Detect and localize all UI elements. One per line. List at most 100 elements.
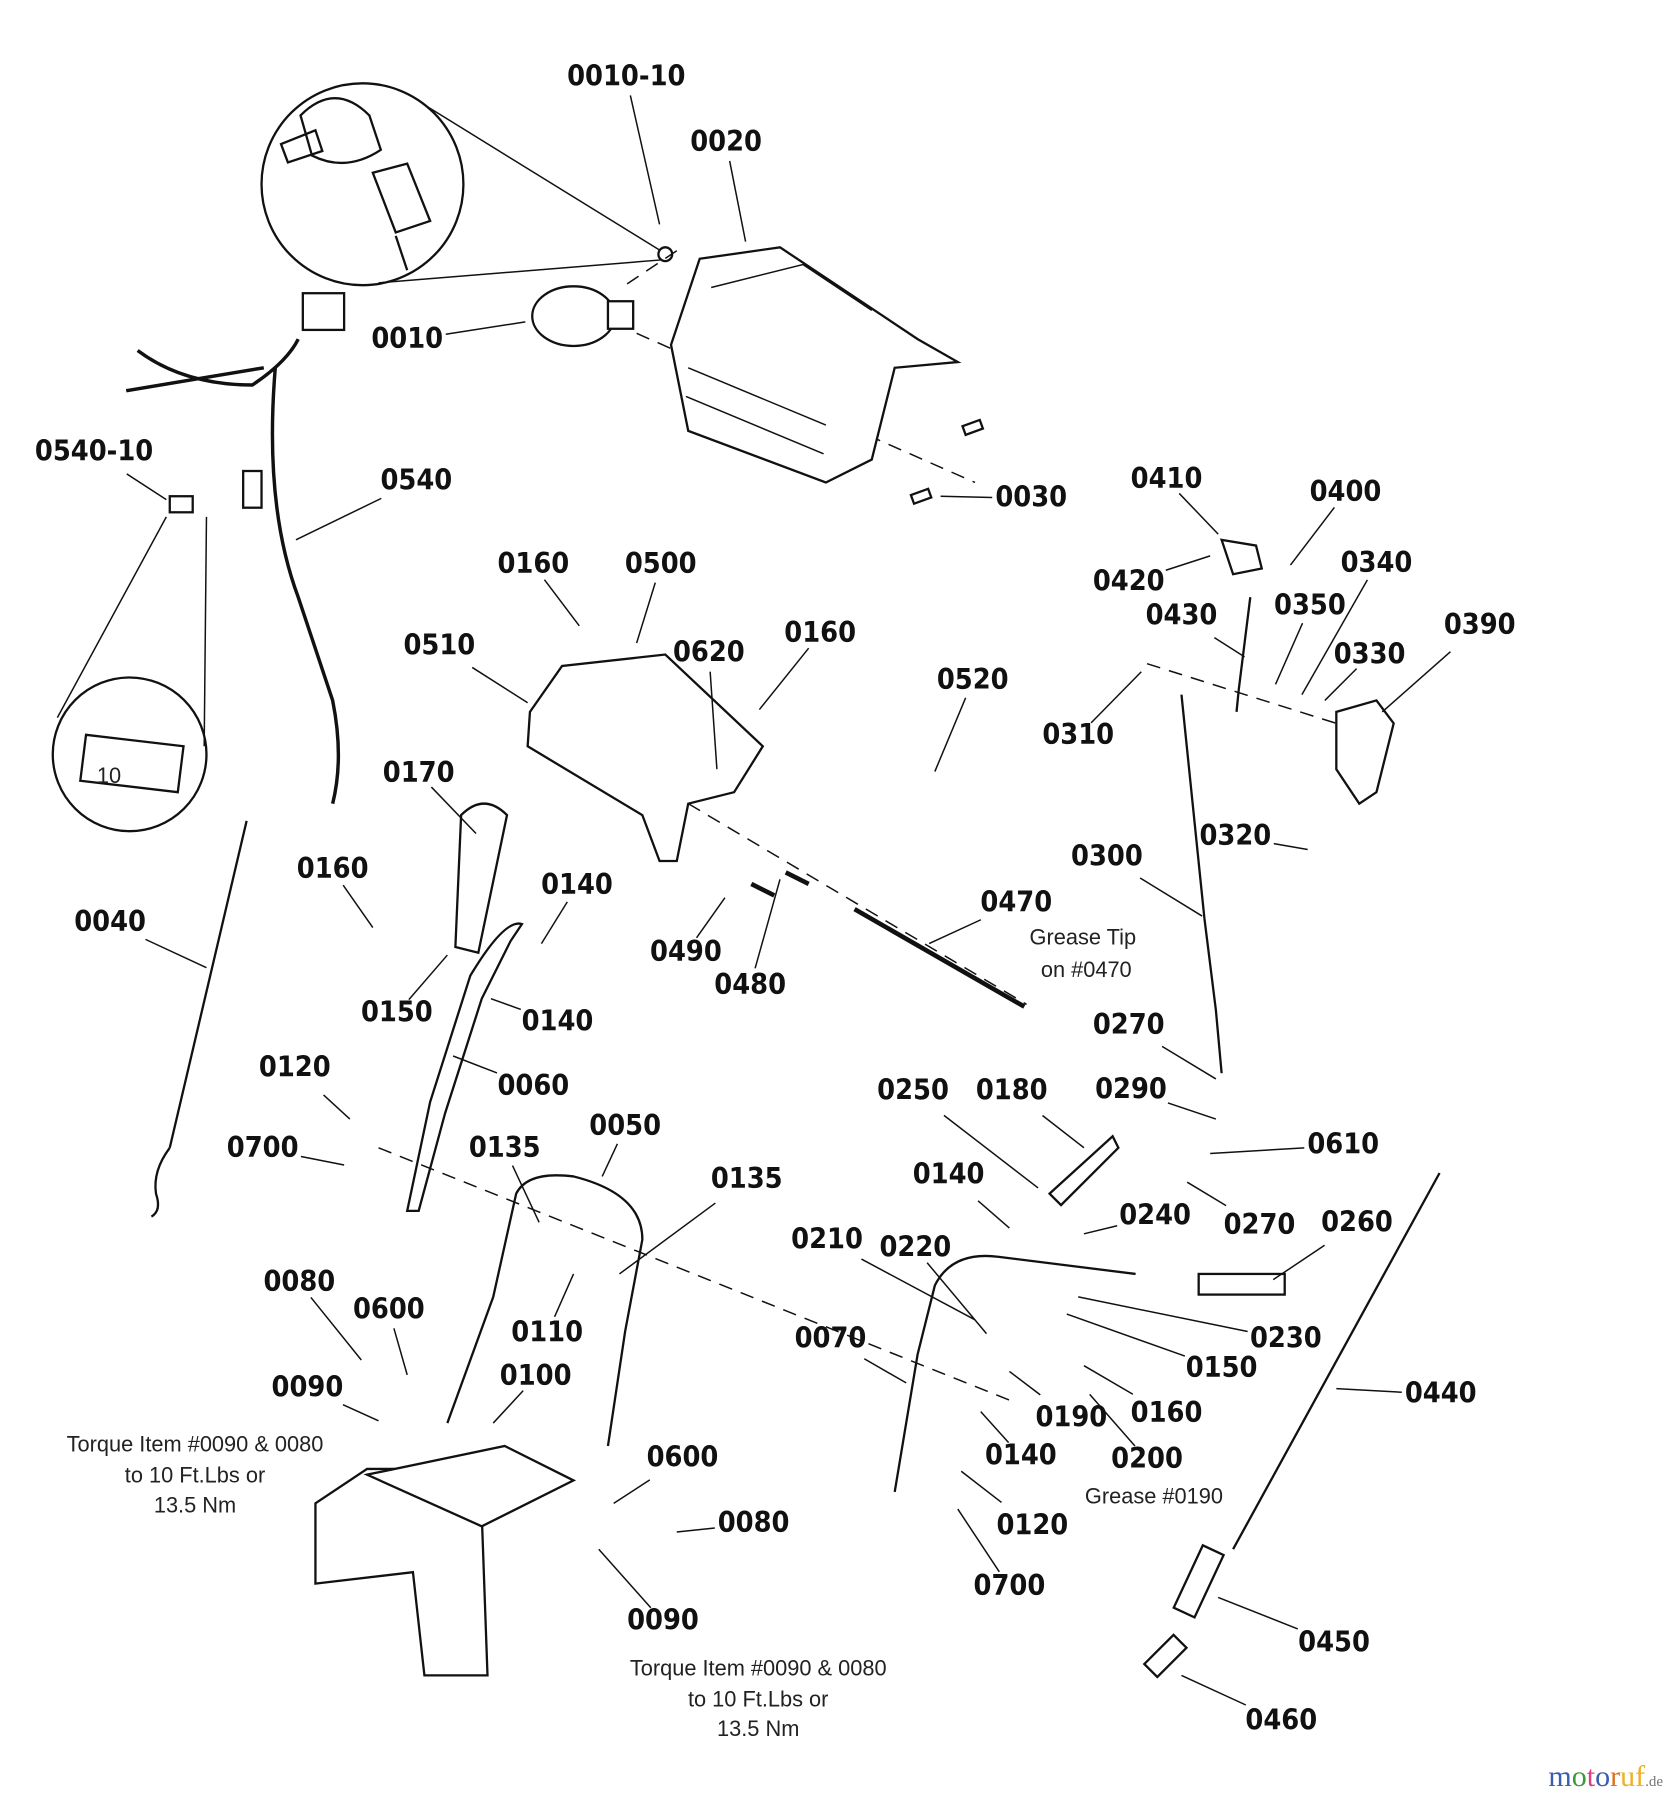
part-callout-0170: 0170 [383, 755, 455, 789]
part-callout-0510: 0510 [403, 628, 475, 662]
leader-line [1042, 1114, 1085, 1149]
part-callout-0140: 0140 [913, 1156, 985, 1190]
leader-line [1272, 1244, 1326, 1281]
leader-line [1089, 1393, 1136, 1447]
leader-line [490, 997, 522, 1011]
watermark-suffix: .de [1645, 1774, 1663, 1790]
leader-line [323, 1094, 351, 1120]
leader-line [754, 879, 781, 969]
leader-line [1008, 1370, 1041, 1396]
leader-line [676, 1527, 715, 1533]
part-callout-0160: 0160 [297, 851, 369, 885]
part-callout-0600: 0600 [647, 1440, 719, 1474]
leader-line [342, 1404, 379, 1422]
part-callout-0520: 0520 [937, 662, 1009, 696]
part-callout-0260: 0260 [1321, 1204, 1393, 1238]
leader-line [980, 1411, 1010, 1444]
leader-line [1165, 555, 1211, 571]
watermark-letter: m [1548, 1760, 1572, 1793]
part-callout-0400: 0400 [1310, 474, 1382, 508]
leader-line [1066, 1313, 1186, 1357]
part-callout-0500: 0500 [625, 546, 697, 580]
grease-tip-note-2: on #0470 [1041, 957, 1132, 982]
leader-line [342, 884, 374, 928]
leader-line [728, 160, 747, 242]
part-callout-0700: 0700 [974, 1568, 1046, 1602]
leader-line [471, 666, 529, 704]
leader-line [1161, 1045, 1217, 1080]
watermark-letter: r [1610, 1760, 1621, 1793]
part-callout-0010: 0010 [371, 321, 443, 355]
leader-line [601, 1143, 619, 1177]
leader-line [1381, 651, 1451, 713]
watermark-logo: motoruf.de [1548, 1760, 1663, 1794]
shift-rod [1180, 694, 1223, 1074]
lower-handle [446, 1174, 644, 1447]
leader-line [957, 1508, 1000, 1573]
part-callout-0090: 0090 [627, 1603, 699, 1637]
leader-line [926, 1262, 988, 1335]
leader-line [1289, 506, 1335, 566]
part-callout-0250: 0250 [877, 1073, 949, 1107]
part-callout-0420: 0420 [1093, 563, 1165, 597]
part-callout-0135: 0135 [469, 1130, 541, 1164]
torque-note-bottom-3: 13.5 Nm [717, 1716, 799, 1741]
leader-line [1167, 1102, 1217, 1120]
part-callout-0460: 0460 [1245, 1702, 1317, 1736]
part-callout-0080: 0080 [263, 1264, 335, 1298]
leader-line [1213, 636, 1245, 658]
part-callout-0320: 0320 [1199, 818, 1271, 852]
part-callout-0040: 0040 [74, 904, 146, 938]
part-callout-0270: 0270 [1224, 1207, 1296, 1241]
part-callout-0010-10: 0010-10 [567, 59, 685, 93]
watermark-letter: o [1571, 1760, 1587, 1793]
leader-line [1301, 579, 1369, 696]
leader-line [393, 1328, 408, 1376]
leader-lines [126, 95, 1451, 1706]
part-callout-0160: 0160 [497, 546, 569, 580]
pivot-bracket [526, 653, 765, 863]
part-callout-0140: 0140 [985, 1437, 1057, 1471]
part-callout-0300: 0300 [1071, 839, 1143, 873]
part-callout-0135: 0135 [711, 1161, 783, 1195]
part-callout-0150: 0150 [1186, 1350, 1258, 1384]
leader-line [445, 321, 526, 335]
leader-line [1139, 877, 1203, 917]
leader-line [613, 1479, 651, 1504]
leader-line [1210, 1147, 1305, 1155]
leader-line [1274, 622, 1304, 685]
part-callout-0090: 0090 [272, 1370, 344, 1404]
part-drawings: 10 [51, 82, 1441, 1679]
leader-line [295, 497, 382, 541]
part-callout-0220: 0220 [879, 1230, 951, 1264]
leader-line [310, 1296, 362, 1361]
leader-line [943, 1114, 1039, 1189]
leader-line [492, 1390, 524, 1424]
leader-line [960, 1470, 1002, 1504]
part-callout-0190: 0190 [1035, 1399, 1107, 1433]
watermark-letter: t [1586, 1760, 1596, 1793]
leader-line [940, 495, 993, 499]
part-callout-0120: 0120 [259, 1050, 331, 1084]
leader-line [1083, 1225, 1118, 1235]
leader-line [629, 95, 661, 225]
leader-line [709, 671, 718, 770]
torque-note-bottom-2: to 10 Ft.Lbs or [688, 1686, 828, 1711]
part-callout-0140: 0140 [541, 867, 613, 901]
part-callout-0100: 0100 [500, 1358, 572, 1392]
part-callout-0020: 0020 [690, 124, 762, 158]
lower-handle-right [893, 1254, 1136, 1493]
part-callout-0210: 0210 [791, 1222, 863, 1256]
torque-note-bottom: Torque Item #0090 & 0080 [630, 1655, 887, 1680]
leader-line [695, 897, 726, 939]
part-callout-0230: 0230 [1250, 1320, 1322, 1354]
part-callout-0070: 0070 [795, 1320, 867, 1354]
torque-note-left: Torque Item #0090 & 0080 [67, 1432, 324, 1457]
part-callout-0620: 0620 [673, 634, 745, 668]
part-callout-0440: 0440 [1405, 1375, 1477, 1409]
leader-line [540, 901, 568, 944]
part-callout-0060: 0060 [497, 1068, 569, 1102]
torque-note-left-2: to 10 Ft.Lbs or [125, 1463, 265, 1488]
